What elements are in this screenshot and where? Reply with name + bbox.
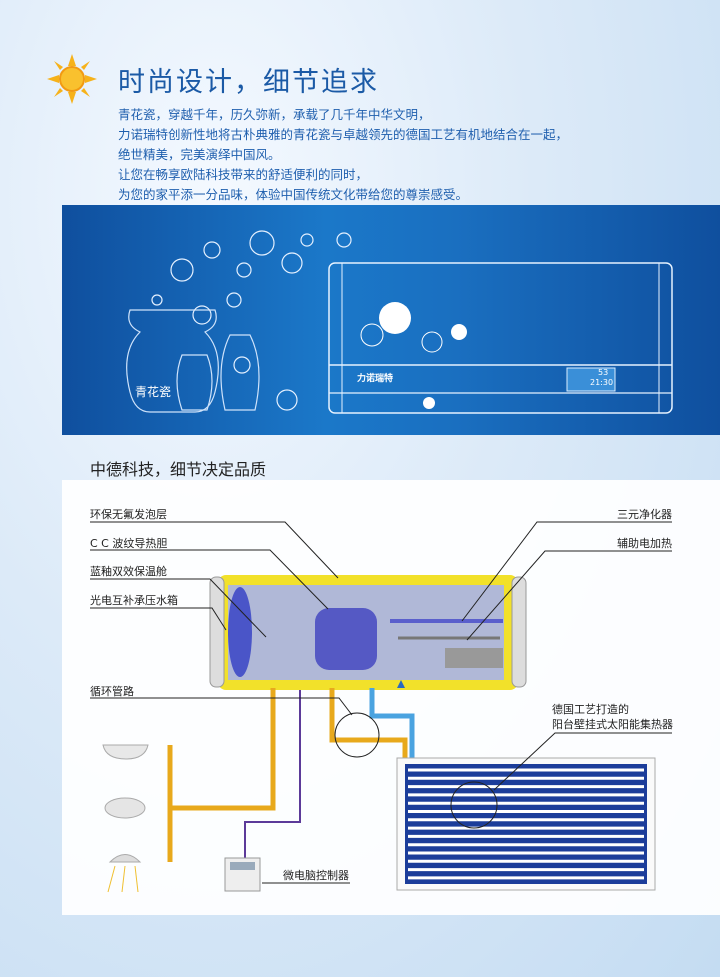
label-pressure-tank: 光电互补承压水箱 <box>90 594 178 607</box>
product-banner: 青花瓷 力诺瑞特 53 21:30 <box>62 205 720 435</box>
intro-line: 力诺瑞特创新性地将古朴典雅的青花瓷与卓越领先的德国工艺有机地结合在一起， <box>118 127 569 142</box>
label-foam-layer: 环保无氟发泡层 <box>90 508 167 521</box>
display-time: 21:30 <box>590 378 614 387</box>
label-purifier: 三元净化器 <box>617 508 672 521</box>
label-enamel-chamber: 蓝釉双效保温舱 <box>90 565 167 578</box>
label-controller: 微电脑控制器 <box>283 869 349 882</box>
intro-line: 绝世精美，完美演绎中国风。 <box>118 147 281 162</box>
sun-icon <box>47 54 97 104</box>
section-title: 中德科技，细节决定品质 <box>90 460 267 479</box>
display-temp: 53 <box>598 368 609 377</box>
label-cc-liner: C C 波纹导热胆 <box>90 537 168 550</box>
porcelain-illustration <box>126 230 673 414</box>
intro-line: 青花瓷，穿越千年，历久弥新，承载了几千年中华文明， <box>118 107 431 122</box>
vase-text: 青花瓷 <box>135 385 172 399</box>
page-title: 时尚设计，细节追求 <box>118 67 379 98</box>
label-collector-2: 阳台壁挂式太阳能集热器 <box>552 718 673 731</box>
intro-line: 为您的家平添一分品味，体验中国传统文化带给您的尊崇感受。 <box>118 187 469 202</box>
label-circulation-pipe: 循环管路 <box>90 685 134 698</box>
intro-line: 让您在畅享欧陆科技带来的舒适便利的同时， <box>118 167 369 182</box>
brand-logo: 力诺瑞特 <box>357 374 394 384</box>
label-aux-heater: 辅助电加热 <box>617 537 672 550</box>
label-collector-1: 德国工艺打造的 <box>552 703 629 716</box>
